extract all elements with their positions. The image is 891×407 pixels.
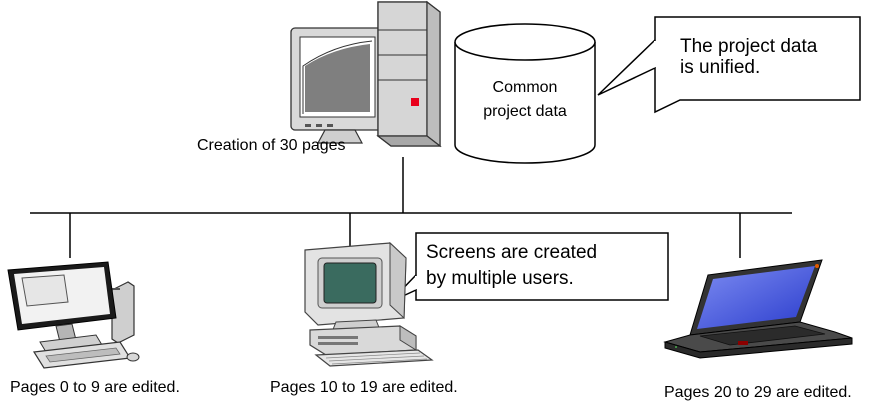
network-lines bbox=[30, 157, 792, 258]
callout-middle-line-2: by multiple users. bbox=[426, 268, 574, 289]
callout-middle-line-1: Screens are created bbox=[426, 242, 598, 263]
server-caption: Creation of 30 pages bbox=[197, 137, 346, 154]
client-caption-1: Pages 0 to 9 are edited. bbox=[10, 379, 180, 396]
callout-top-line-1: The project data bbox=[680, 36, 818, 57]
database-label-line-2: project data bbox=[483, 103, 567, 120]
client-desktop-2 bbox=[304, 241, 434, 367]
crt-screen bbox=[323, 262, 377, 304]
client-caption-2: Pages 10 to 19 are edited. bbox=[270, 379, 458, 396]
database-label-line-1: Common bbox=[492, 79, 558, 96]
client-caption-3: Pages 20 to 29 are edited. bbox=[664, 384, 852, 401]
client-desktop-1 bbox=[7, 261, 140, 369]
client-laptop bbox=[663, 259, 853, 359]
callout-top-line-2: is unified. bbox=[680, 57, 761, 78]
laptop-screen bbox=[697, 266, 815, 329]
server-power-led bbox=[411, 98, 419, 106]
callout-middle-box bbox=[389, 232, 669, 303]
server-tower bbox=[376, 0, 442, 148]
server-computer bbox=[290, 0, 442, 148]
server-monitor bbox=[290, 27, 389, 144]
callout-top-box bbox=[597, 16, 861, 114]
database-cylinder bbox=[454, 23, 596, 164]
